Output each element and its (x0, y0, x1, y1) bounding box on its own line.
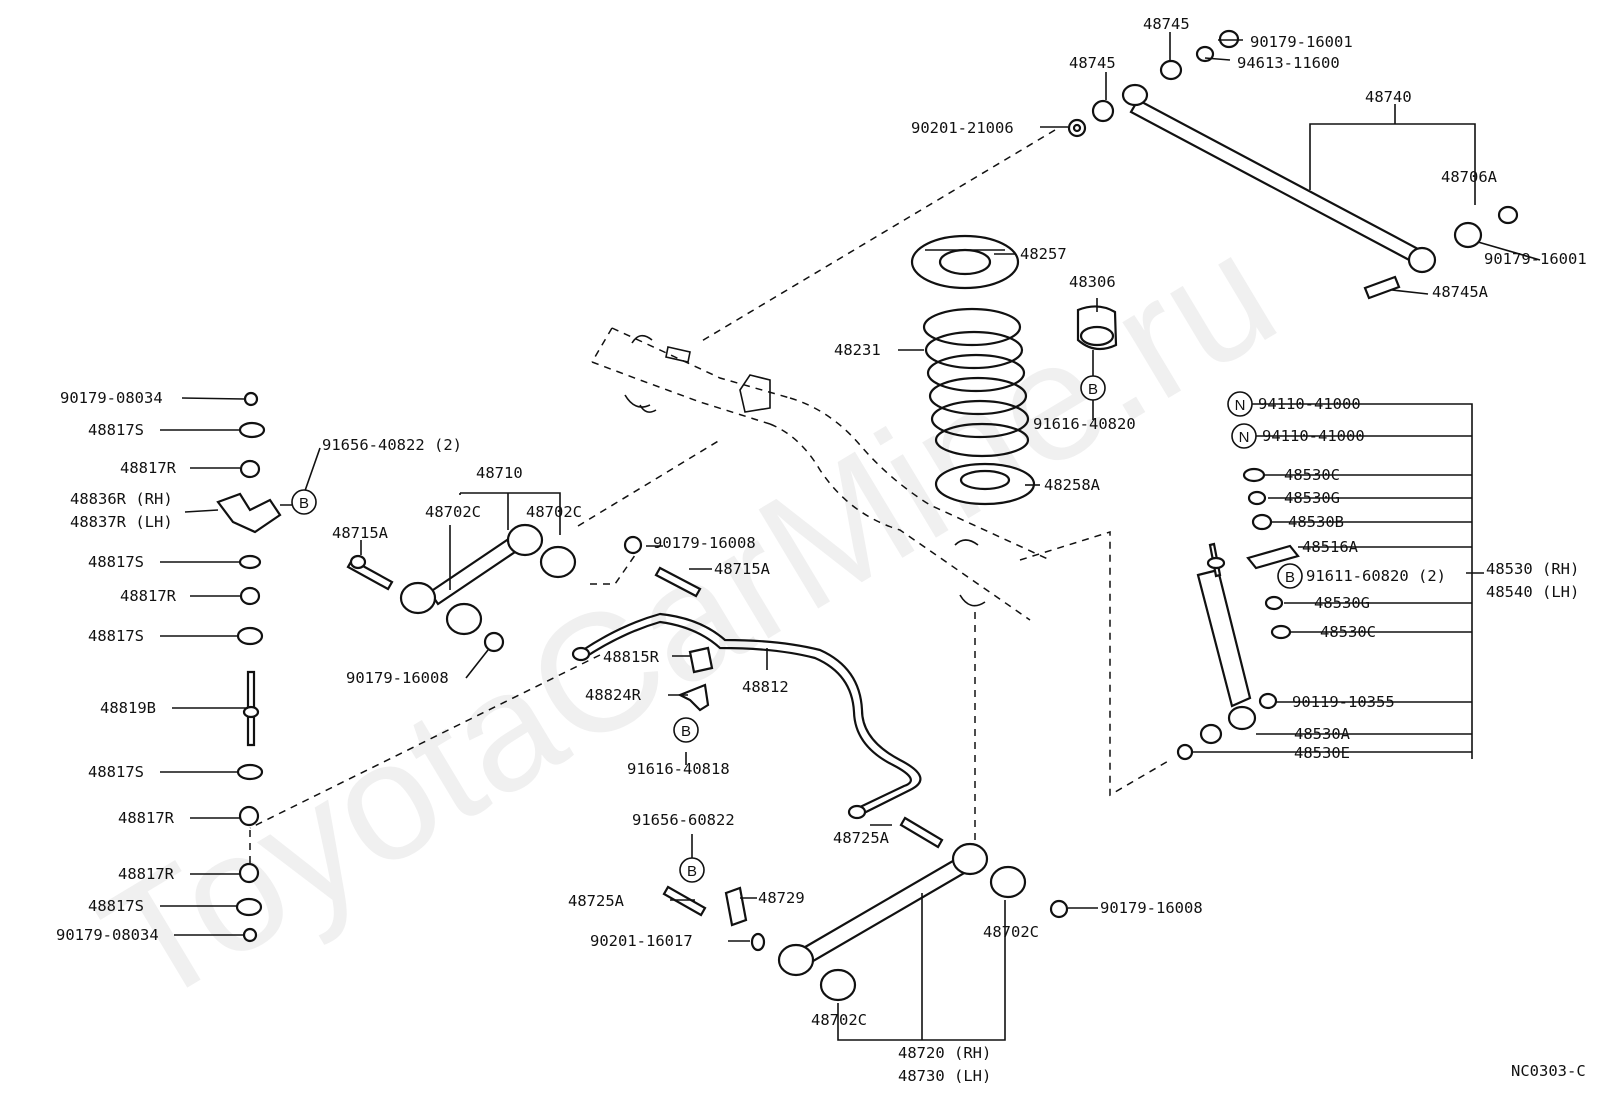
part-label: 48231 (834, 341, 881, 359)
part-label: 90179-16008 (653, 534, 756, 552)
part-label: 48710 (476, 464, 523, 482)
part-label: 48530G (1284, 489, 1340, 507)
svg-text:B: B (299, 495, 309, 512)
part-label: 48817S (88, 553, 144, 571)
part-label: 48817R (120, 587, 177, 605)
part-label: 90179-16001 (1250, 33, 1353, 51)
upper-control-arm-48740 (1067, 29, 1519, 300)
svg-text:N: N (1239, 429, 1250, 446)
part-label: 48745 (1069, 54, 1116, 72)
part-label: 48824R (585, 686, 642, 704)
svg-text:B: B (1285, 569, 1295, 586)
upper-control-arm-48710 (346, 523, 702, 653)
locating-lines (249, 129, 1171, 864)
part-label: 48745A (1432, 283, 1489, 301)
badge-b-shock: B (1277, 563, 1303, 589)
part-label: 48817R (118, 865, 175, 883)
part-label: 48725A (833, 829, 890, 847)
part-label: 90201-21006 (911, 119, 1014, 137)
part-label: 48702C (425, 503, 481, 521)
part-label: 48817R (118, 809, 175, 827)
part-label: 48715A (714, 560, 771, 578)
svg-text:N: N (1235, 397, 1246, 414)
part-label: 48729 (758, 889, 805, 907)
part-labels: 48745 90179-16001 94613-11600 48745 9020… (56, 15, 1587, 1085)
part-label: 90179-16001 (1484, 250, 1587, 268)
part-label: 48530C (1320, 623, 1376, 641)
part-label: 48715A (332, 524, 389, 542)
axle-housing (591, 327, 1051, 621)
badges: B B N N B B B (291, 375, 1303, 883)
part-label: 48257 (1020, 245, 1067, 263)
part-label: 48725A (568, 892, 625, 910)
badge-b-spring: B (1080, 375, 1106, 401)
part-label: 94110-41000 (1262, 427, 1365, 445)
part-label: 48819B (100, 699, 156, 717)
part-label: 48730 (LH) (898, 1067, 991, 1085)
part-label: 48740 (1365, 88, 1412, 106)
part-label: 48815R (603, 648, 660, 666)
part-label: 90179-16008 (1100, 899, 1203, 917)
stabilizer-bar (571, 612, 922, 820)
part-label: 90119-10355 (1292, 693, 1395, 711)
part-label: 48817S (88, 897, 144, 915)
badge-n-2: N (1231, 423, 1257, 449)
svg-text:B: B (1088, 381, 1098, 398)
part-label: 90179-16008 (346, 669, 449, 687)
part-label: 90179-08034 (60, 389, 163, 407)
svg-text:B: B (687, 863, 697, 880)
part-label: 48837R (LH) (70, 513, 173, 531)
part-label: 48702C (983, 923, 1039, 941)
svg-text:B: B (681, 723, 691, 740)
part-label: 91616-40818 (627, 760, 730, 778)
part-label: 94110-41000 (1258, 395, 1361, 413)
part-label: 48812 (742, 678, 789, 696)
part-label: 48530B (1288, 513, 1344, 531)
part-label: 48817R (120, 459, 177, 477)
lower-control-arm-48720 (662, 816, 1069, 1002)
badge-b-stab-bracket: B (291, 489, 317, 515)
part-label: 48745 (1143, 15, 1190, 33)
badge-b-stabbar: B (673, 717, 699, 743)
part-label: 48836R (RH) (70, 490, 173, 508)
shock-absorber (1176, 467, 1300, 761)
stabilizer-link-stack (216, 391, 282, 943)
part-label: 90201-16017 (590, 932, 693, 950)
badge-b-lower: B (679, 857, 705, 883)
part-label: 48702C (526, 503, 582, 521)
part-label: 48706A (1441, 168, 1498, 186)
coil-spring-assembly (910, 234, 1118, 506)
part-label: 48530G (1314, 594, 1370, 612)
part-label: 48540 (LH) (1486, 583, 1579, 601)
part-label: 48720 (RH) (898, 1044, 991, 1062)
part-label: 94613-11600 (1237, 54, 1340, 72)
part-label: 91656-40822 (2) (322, 436, 462, 454)
part-label: 48702C (811, 1011, 867, 1029)
part-label: 90179-08034 (56, 926, 159, 944)
part-label: 91616-40820 (1033, 415, 1136, 433)
part-label: 91656-60822 (632, 811, 735, 829)
part-label: 48817S (88, 627, 144, 645)
leader-lines (160, 32, 1541, 1041)
part-label: 91611-60820 (2) (1306, 567, 1446, 585)
part-label: 48516A (1302, 538, 1359, 556)
badge-n-1: N (1227, 391, 1253, 417)
part-label: 48530E (1294, 744, 1350, 762)
part-label: 48530C (1284, 466, 1340, 484)
part-label: 48306 (1069, 273, 1116, 291)
part-label: 48258A (1044, 476, 1101, 494)
part-label: 48817S (88, 763, 144, 781)
part-label: 48530A (1294, 725, 1351, 743)
part-label: 48817S (88, 421, 144, 439)
part-label: 48530 (RH) (1486, 560, 1579, 578)
diagram-code: NC0303-C (1511, 1062, 1586, 1080)
